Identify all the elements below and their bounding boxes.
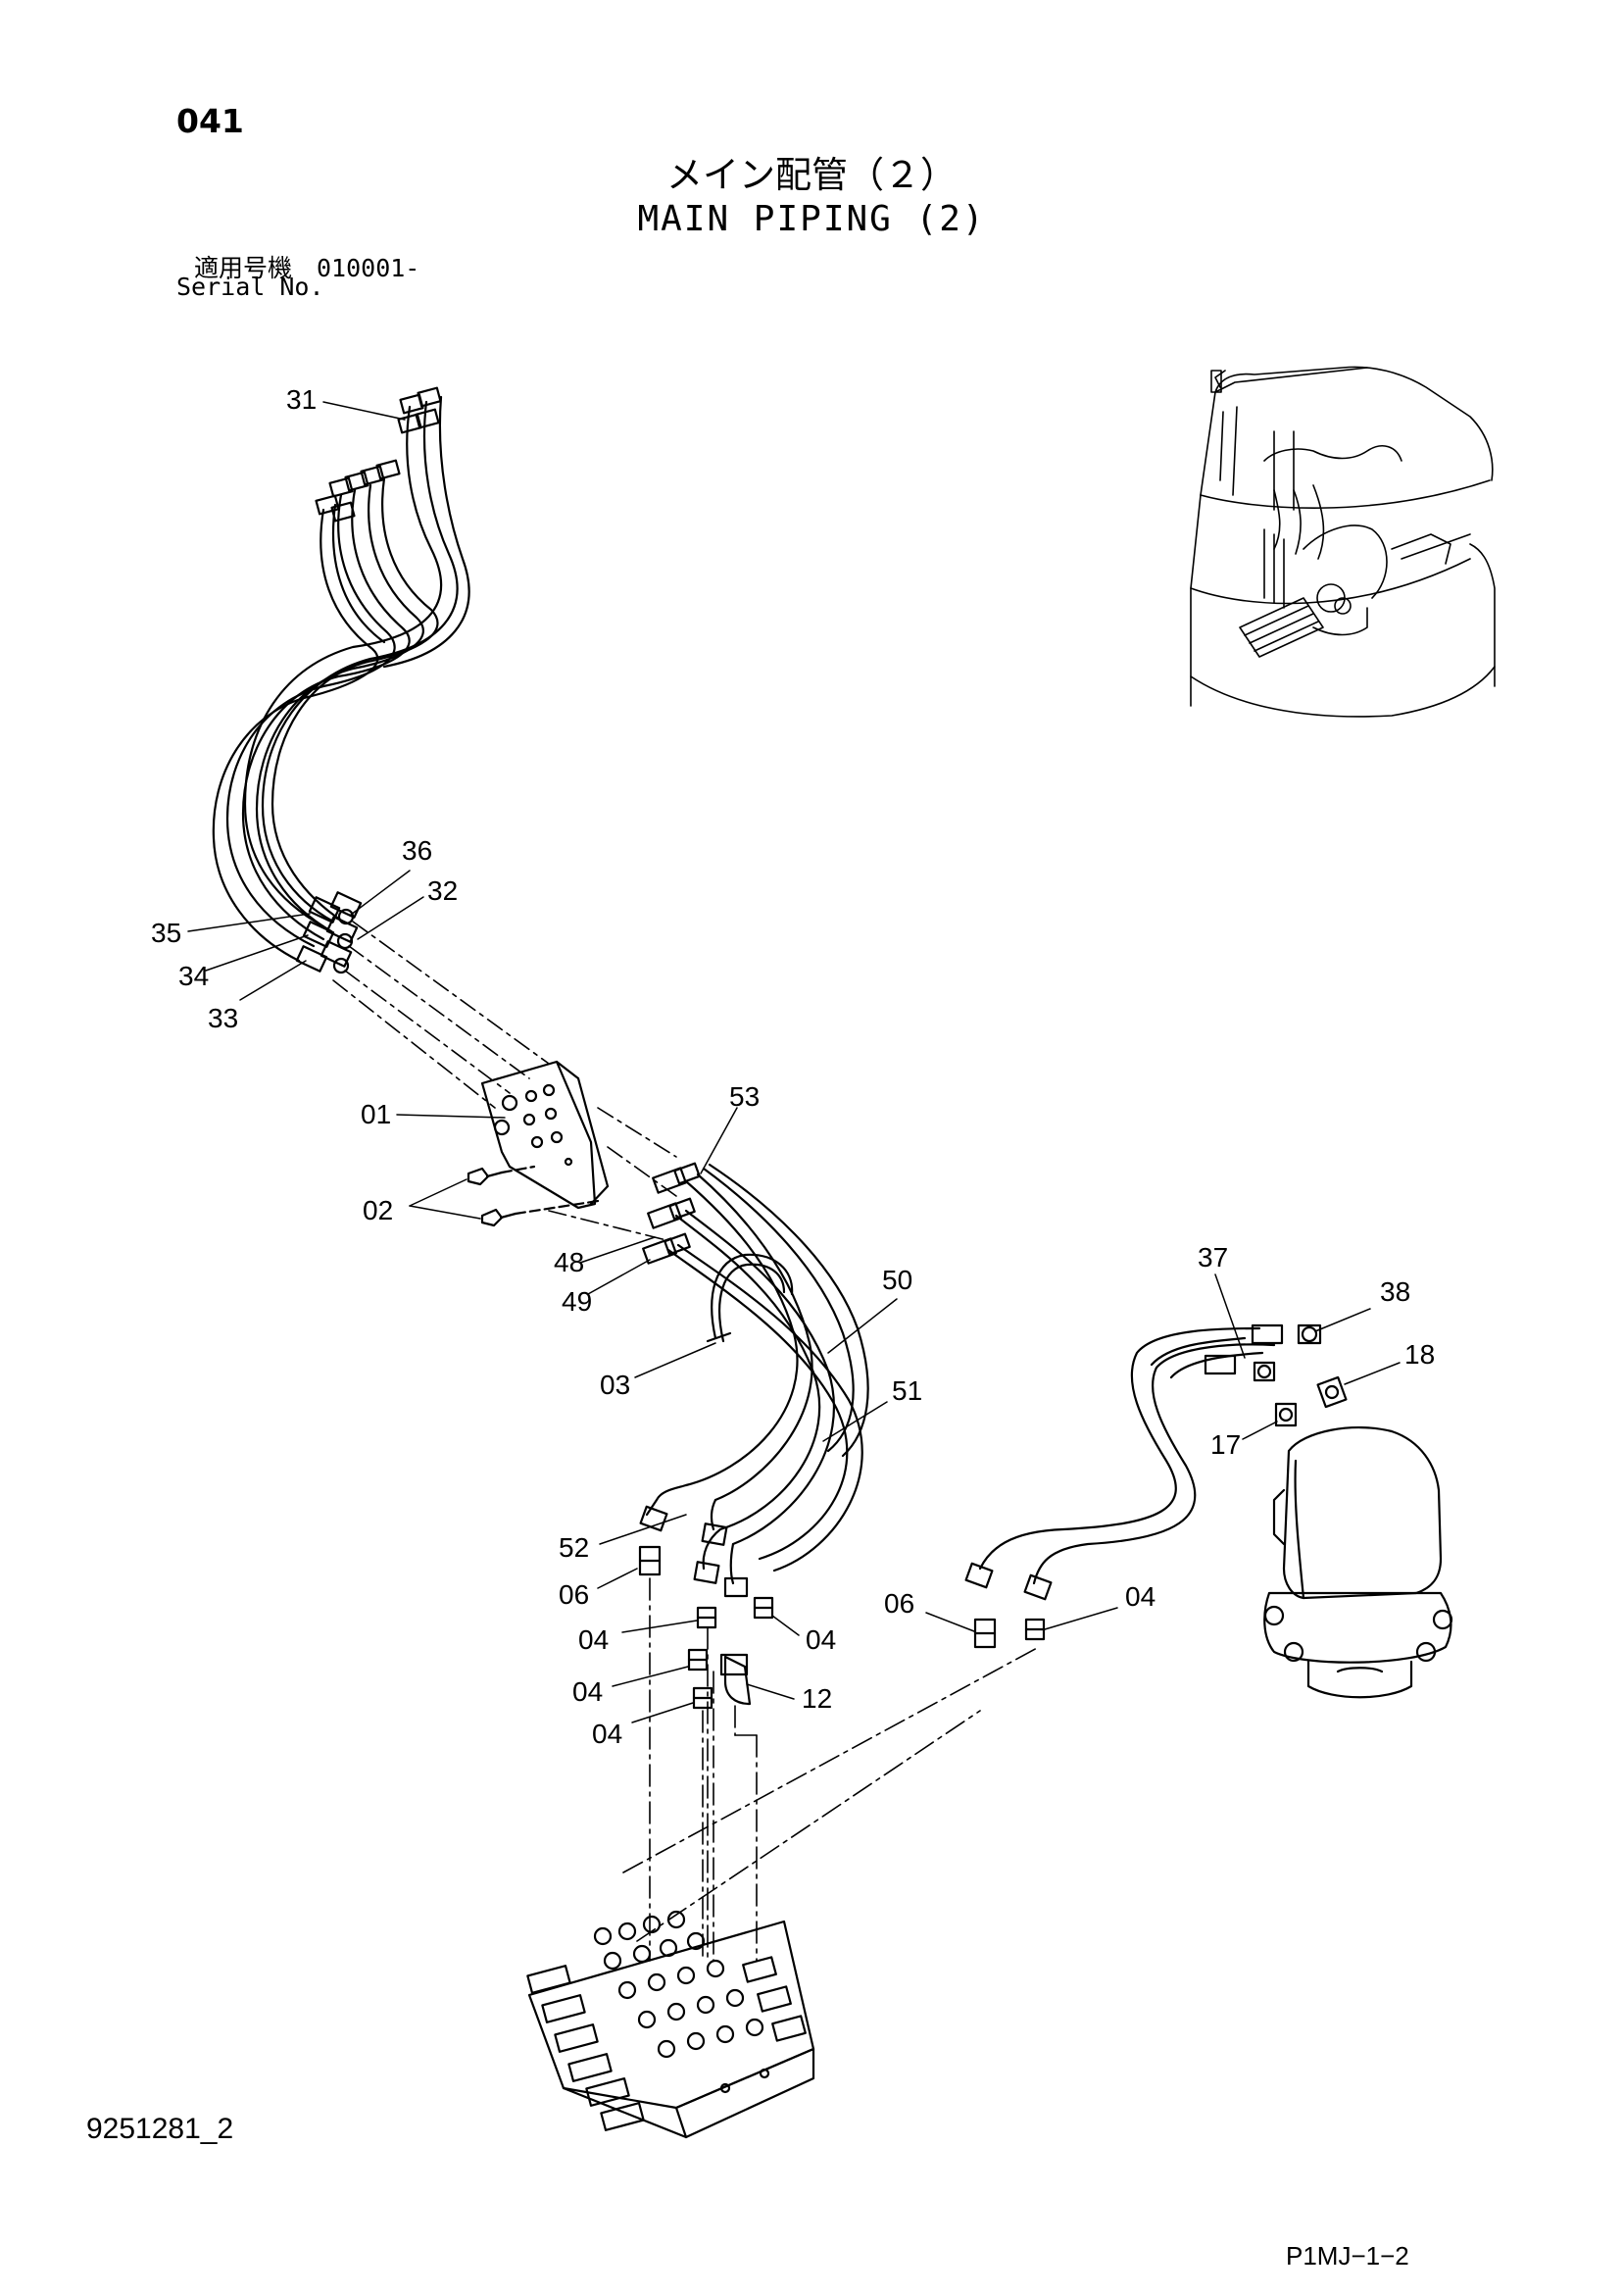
callout-50: 50 — [882, 1265, 912, 1295]
callout-52: 52 — [559, 1532, 589, 1563]
control-valve — [526, 1910, 815, 2139]
right-hose-pair — [964, 1323, 1348, 1601]
sheet-code: P1MJ−1−2 — [1286, 2241, 1409, 2271]
callout-12: 12 — [802, 1683, 832, 1714]
upper-hose-bundle — [212, 386, 470, 974]
callout-06-left: 06 — [559, 1579, 589, 1610]
callout-02: 02 — [363, 1195, 393, 1225]
callout-34: 34 — [178, 961, 209, 991]
callout-37: 37 — [1198, 1242, 1228, 1273]
callout-01: 01 — [361, 1099, 391, 1129]
callout-35: 35 — [151, 918, 181, 948]
page-title-english: MAIN PIPING (2) — [637, 199, 986, 239]
lower-guide-lines — [622, 1577, 1040, 1962]
callout-06-right: 06 — [884, 1588, 914, 1619]
lower-fittings — [638, 1545, 1046, 1710]
callout-03: 03 — [600, 1370, 630, 1400]
bolt-parts — [467, 1165, 600, 1227]
callout-31: 31 — [286, 384, 317, 415]
callout-53: 53 — [729, 1081, 760, 1112]
callout-32: 32 — [427, 875, 458, 906]
callout-38: 38 — [1380, 1276, 1410, 1307]
callout-49: 49 — [562, 1286, 592, 1317]
middle-hose-group — [639, 1162, 869, 1598]
callout-04-c: 04 — [572, 1676, 603, 1707]
callout-labels: 31 36 32 35 34 33 01 53 02 48 49 50 03 5… — [151, 384, 1435, 1749]
callout-04-b: 04 — [806, 1624, 836, 1655]
callout-48: 48 — [554, 1247, 584, 1277]
callout-51: 51 — [892, 1375, 922, 1406]
callout-04-d: 04 — [592, 1719, 622, 1749]
bracket-plate — [480, 1060, 610, 1210]
page-title-japanese: メイン配管（２） — [666, 154, 957, 196]
leader-lines — [187, 401, 1401, 1723]
callout-18: 18 — [1404, 1339, 1435, 1370]
serial-label-english: Serial No. — [176, 273, 324, 301]
callout-17: 17 — [1210, 1429, 1241, 1460]
page-number: 041 — [176, 102, 244, 140]
drawing-number: 9251281_2 — [86, 2113, 234, 2145]
serial-label-japanese: 適用号機 010001- — [194, 254, 420, 282]
swivel-motor — [1263, 1425, 1453, 1699]
callout-33: 33 — [208, 1003, 238, 1033]
upper-guide-lines — [332, 921, 677, 1241]
callout-04-a: 04 — [578, 1624, 609, 1655]
callout-36: 36 — [402, 835, 432, 866]
inset-machine-view — [1190, 366, 1496, 718]
callout-04-right: 04 — [1125, 1581, 1156, 1612]
